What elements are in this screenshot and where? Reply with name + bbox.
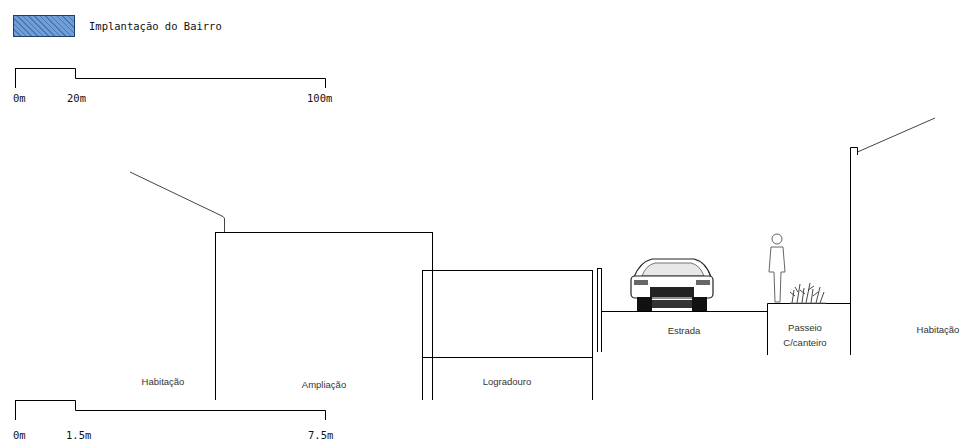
legend-text: Implantação do Bairro (89, 20, 222, 32)
roof-line (858, 118, 936, 152)
building-lines (130, 118, 935, 400)
legend-row: Implantação do Bairro (13, 15, 222, 37)
car-roof (634, 259, 711, 277)
house-wall (851, 148, 858, 304)
person-figure (769, 234, 785, 302)
sidewalk-line (768, 303, 852, 355)
car-windshield (642, 263, 704, 276)
zone-label: Estrada (668, 323, 701, 338)
person-body (769, 247, 785, 302)
roof-line (130, 172, 225, 232)
car-grille (650, 287, 694, 297)
plant-bed (790, 303, 826, 304)
car-wheel (692, 297, 707, 311)
scale-bar (16, 68, 326, 88)
person-head (772, 234, 782, 244)
car-headlight (696, 280, 710, 285)
road-line (602, 311, 768, 312)
scale-bars (16, 68, 326, 420)
plant-stems (790, 283, 824, 303)
zone-label: Habitação (142, 374, 185, 389)
scale-value: 7.5m (308, 427, 333, 444)
scale-bar (16, 400, 326, 420)
car-bumper (652, 300, 692, 308)
scale-value: 100m (307, 90, 332, 107)
scale-value: 0m (13, 427, 26, 444)
car-figure (631, 259, 713, 311)
zone-label: Logradouro (483, 374, 532, 389)
plant-figure (790, 283, 826, 303)
divider-line (423, 357, 593, 400)
scale-value: 20m (67, 90, 86, 107)
car-headlight (634, 280, 648, 285)
extension-box: Ampliação (215, 232, 433, 400)
car-body (631, 276, 713, 298)
zone-label: Passeio C/canteiro (776, 320, 834, 350)
car-wheel (637, 297, 652, 311)
legend-swatch (13, 15, 75, 37)
scale-value: 0m (13, 90, 26, 107)
scale-value: 1.5m (66, 427, 91, 444)
wall-line (598, 268, 602, 352)
zone-label: Habitação (917, 322, 960, 337)
logradouro-box (423, 271, 593, 358)
box-label: Ampliação (216, 379, 432, 390)
